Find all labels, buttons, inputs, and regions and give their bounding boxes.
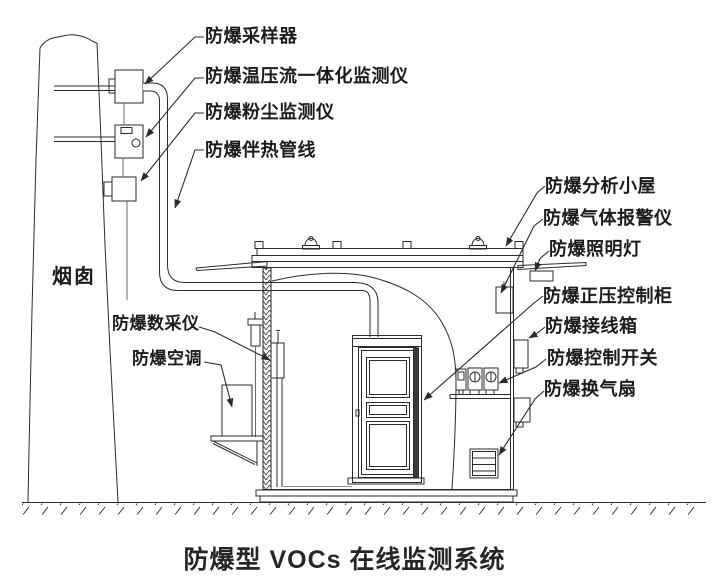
heated-sample-line (143, 82, 379, 337)
roof-rail (254, 236, 524, 256)
data-logger-device (270, 330, 352, 487)
base-slab-lower (259, 495, 514, 503)
base-slab-upper (255, 489, 518, 497)
label-sampler: 防爆采样器 (205, 26, 298, 46)
label-data-logger: 防爆数采仪 (112, 314, 200, 333)
lamp-fixture (529, 270, 554, 282)
label-dust-monitor: 防爆粉尘监测仪 (205, 102, 335, 122)
roof-beacon-left (302, 236, 320, 250)
device-cables (122, 103, 128, 300)
roof-beacon-right (469, 236, 487, 250)
label-analysis-house: 防爆分析小屋 (545, 176, 656, 196)
right-awning (517, 261, 587, 271)
label-control-switch: 防爆控制开关 (547, 348, 658, 368)
ground (22, 502, 706, 515)
label-tpf-monitor: 防爆温压流一体化监测仪 (205, 66, 409, 86)
wall-valve (247, 312, 264, 437)
label-gas-alarm: 防爆气体报警仪 (543, 208, 673, 228)
door-sill (347, 477, 425, 485)
left-awning (195, 260, 268, 272)
label-air-conditioner: 防爆空调 (132, 349, 202, 368)
tpf-monitor-device (54, 124, 144, 159)
chimney (27, 34, 119, 503)
dust-monitor-device (103, 176, 137, 202)
label-heated-line: 防爆伴热管线 (205, 140, 316, 160)
door (347, 335, 425, 485)
label-lighting: 防爆照明灯 (549, 239, 642, 259)
junction-box-device (513, 339, 529, 374)
ventilation-fan-louver (469, 448, 499, 479)
label-pressure-cabinet: 防爆正压控制柜 (543, 286, 673, 306)
left-wall-insulated (262, 267, 272, 491)
control-switches (449, 367, 511, 399)
interior-cable (271, 272, 457, 490)
air-conditioner-unit (210, 384, 264, 466)
label-chimney: 烟囱 (52, 266, 96, 288)
label-junction-box: 防爆接线箱 (545, 316, 638, 336)
diagram-title: 防爆型 VOCs 在线监测系统 (183, 546, 506, 574)
leader-lines (140, 36, 550, 456)
lower-wall-box (513, 397, 531, 428)
label-ventilation-fan: 防爆换气扇 (544, 379, 637, 399)
